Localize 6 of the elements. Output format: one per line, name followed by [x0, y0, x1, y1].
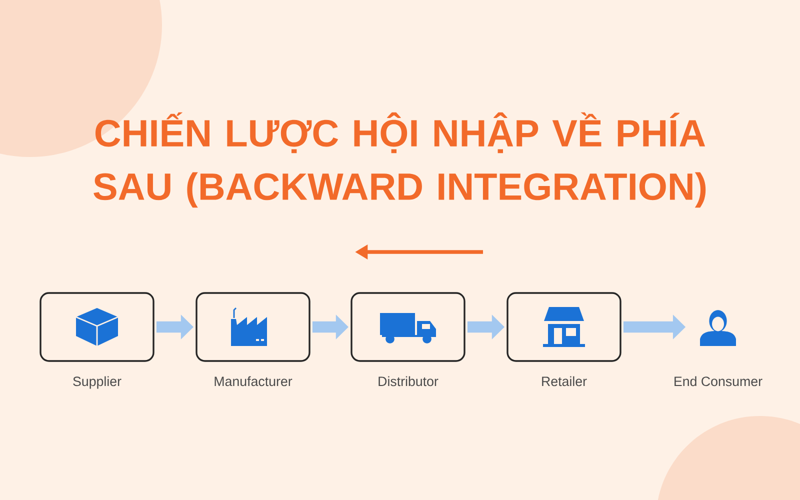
- node-label: Retailer: [542, 376, 587, 386]
- node-label: Manufacturer: [214, 376, 292, 386]
- node-label: Distributor: [378, 376, 438, 386]
- node-label: End Consumer: [674, 376, 762, 386]
- title: CHIẾN LƯỢC HỘI NHẬP VỀ PHÍA SAU (BACKWARD INTEGRATION): [94, 112, 706, 208]
- node-label: Supplier: [73, 376, 122, 389]
